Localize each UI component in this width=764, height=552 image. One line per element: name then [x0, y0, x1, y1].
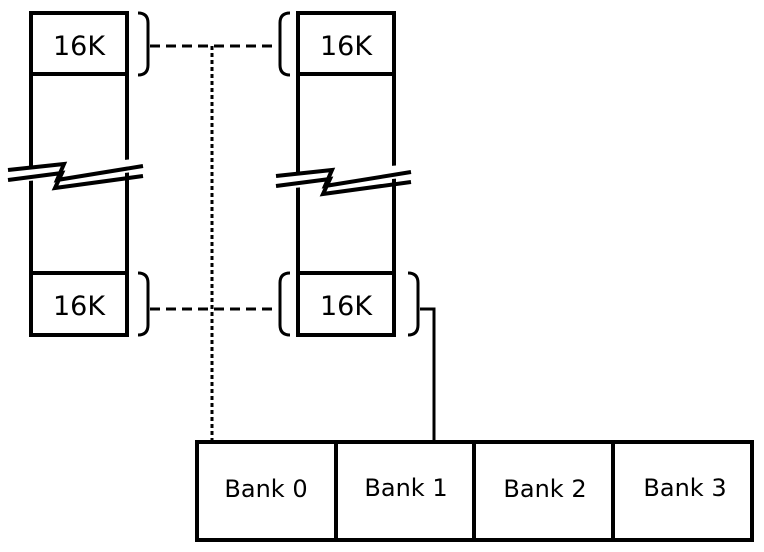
right-top-block-label: 16K	[320, 31, 373, 62]
left-top-block-label: 16K	[53, 31, 106, 62]
bank-row: Bank 0 Bank 1 Bank 2 Bank 3	[195, 440, 754, 542]
right-memory-column: 16K 16K	[272, 11, 420, 337]
bank-2-label: Bank 2	[503, 475, 586, 503]
right-bottom-block-label: 16K	[320, 291, 373, 322]
left-bottom-block-label: 16K	[53, 291, 106, 322]
left-top-block-brace	[137, 11, 150, 77]
left-break-mark	[4, 158, 147, 191]
right-top-block-left-brace	[278, 11, 291, 77]
left-bottom-block-brace	[137, 271, 150, 337]
bank-1-label: Bank 1	[364, 474, 447, 502]
bank-0-label: Bank 0	[224, 475, 307, 503]
left-memory-column: 16K 16K	[4, 11, 150, 337]
connectors	[150, 44, 436, 442]
right-bottom-block-right-brace	[407, 271, 420, 337]
bank1-solid-connector	[420, 307, 436, 442]
right-break-mark	[272, 164, 414, 197]
bank-3-label: Bank 3	[643, 474, 726, 502]
right-bottom-block-left-brace	[278, 271, 291, 337]
